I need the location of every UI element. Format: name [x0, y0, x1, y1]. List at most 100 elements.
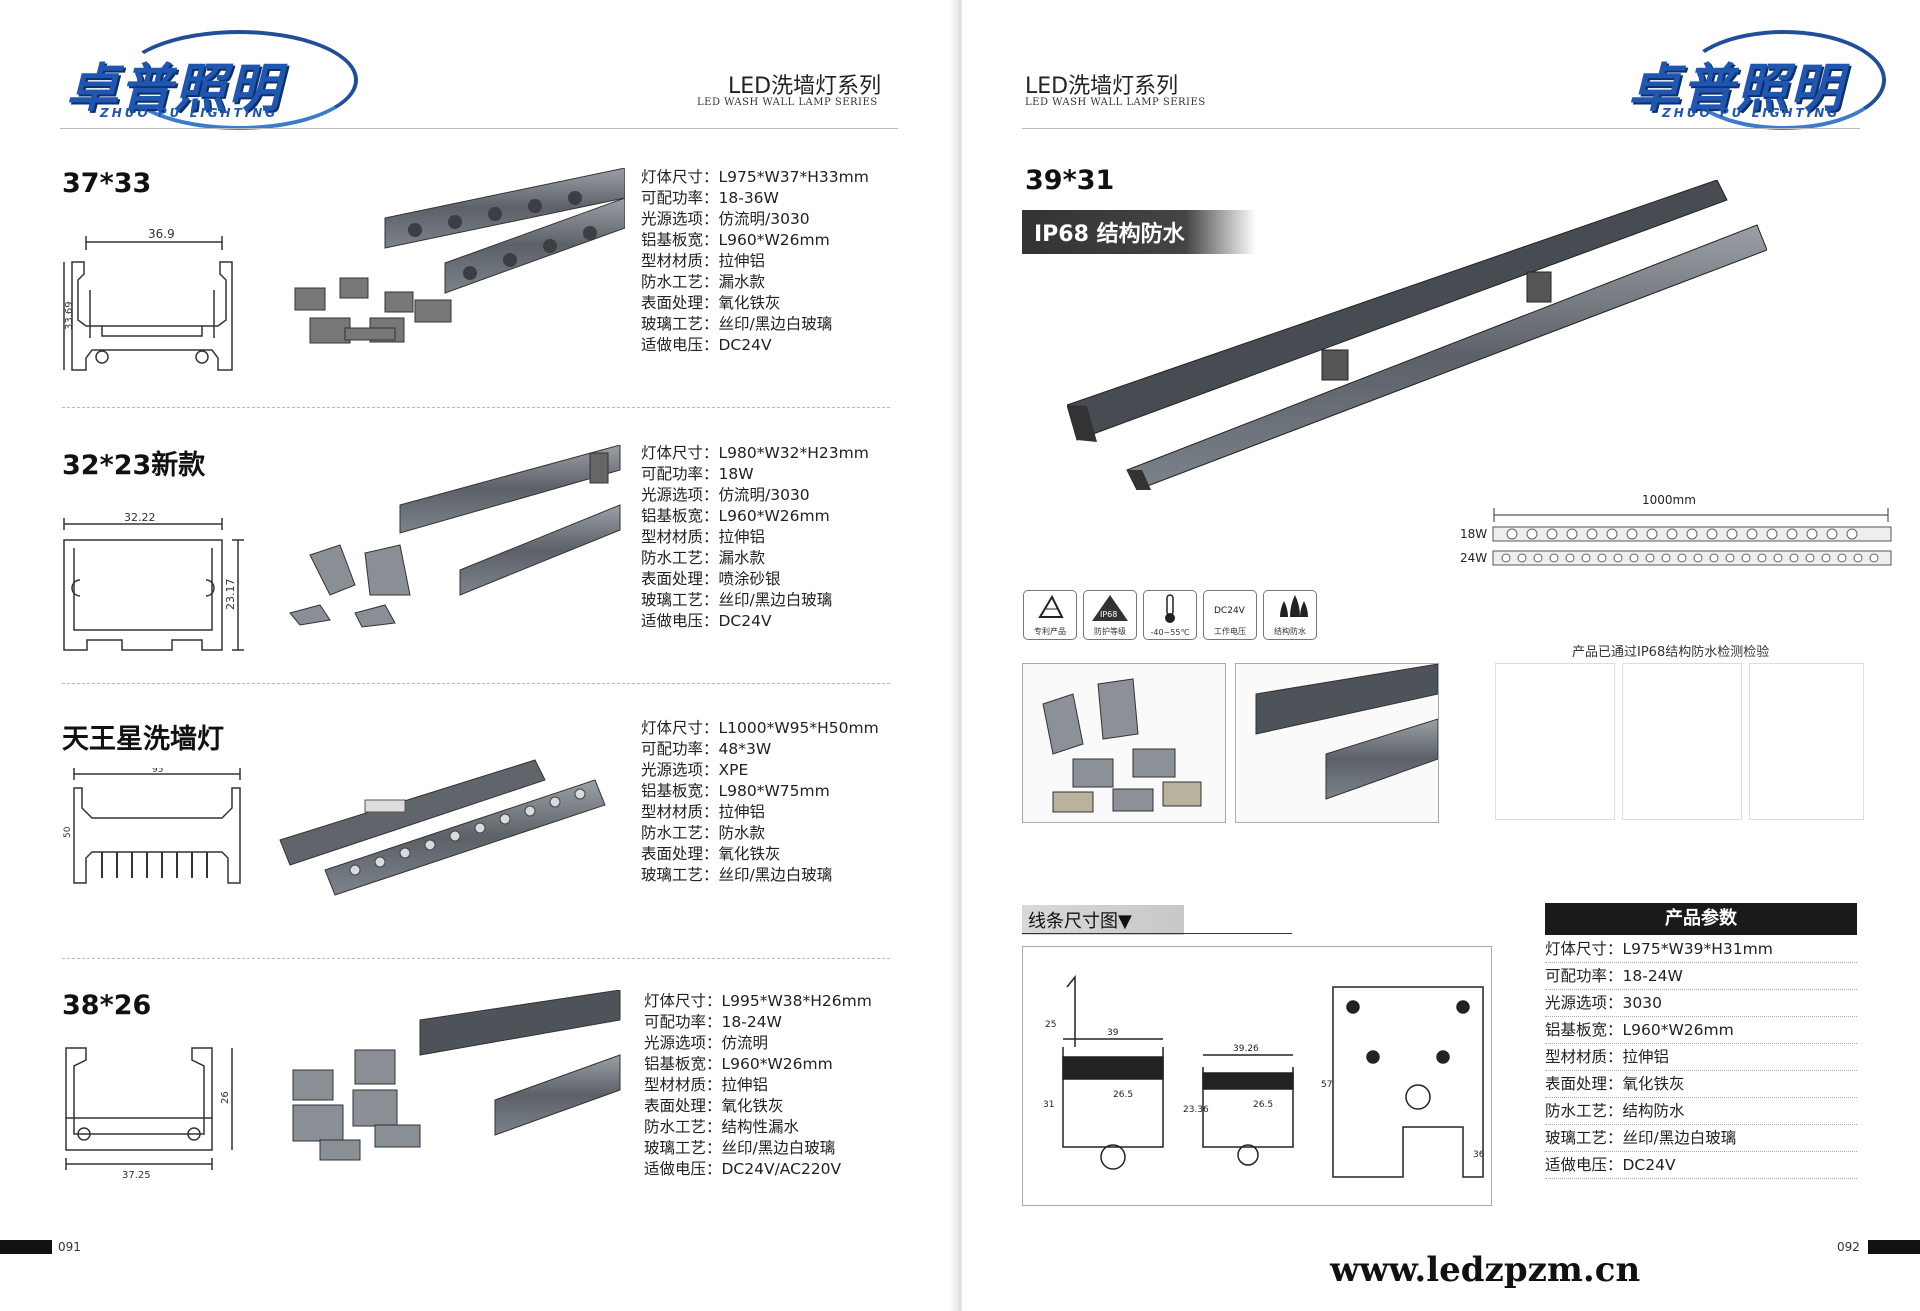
dim-label: 25	[1045, 1020, 1056, 1030]
end-cap-photo	[1235, 663, 1439, 823]
profile-width-label: 36.9	[148, 227, 175, 241]
certificate-document	[1749, 663, 1864, 820]
svg-text:IP68: IP68	[1100, 610, 1117, 619]
spec-item: 型材材质：拉伸铝	[641, 528, 766, 546]
brand-name-en: ZHUO PU LIGHTING	[1662, 106, 1841, 120]
spec-item: 型材材质：拉伸铝	[644, 1076, 769, 1094]
page-number: 091	[58, 1240, 81, 1254]
product-title: 32*23新款	[62, 450, 206, 481]
spec-item: 适做电压：DC24V	[641, 612, 772, 630]
spec-item: 防水工艺：漏水款	[641, 273, 766, 291]
spec-item: 可配功率：18-36W	[641, 189, 779, 207]
section-divider	[62, 683, 890, 684]
spec-item: 铝基板宽：L980*W75mm	[641, 782, 830, 800]
spec-item: 玻璃工艺：丝印/黑边白玻璃	[641, 315, 833, 333]
series-title: LED洗墙灯系列	[728, 74, 882, 99]
product-title: 天王星洗墙灯	[62, 724, 224, 755]
param-row: 光源选项：3030	[1545, 990, 1857, 1017]
param-row: 防水工艺：结构防水	[1545, 1098, 1857, 1125]
header-divider	[1022, 128, 1860, 129]
strip-label: 24W	[1460, 551, 1488, 565]
cross-section-drawing: 39 26.5 39.26 26.5 31 23.36 25 57 36	[1043, 974, 1485, 1178]
spec-item: 铝基板宽：L960*W26mm	[641, 507, 830, 525]
param-row: 表面处理：氧化铁灰	[1545, 1071, 1857, 1098]
spec-item: 型材材质：拉伸铝	[641, 252, 766, 270]
website-link[interactable]: www.ledzpzm.cn	[1330, 1250, 1641, 1290]
profile-width-label: 32.22	[124, 511, 156, 524]
left-page: 卓普照明 ZHUO PU LIGHTING LED洗墙灯系列 LED WASH …	[0, 0, 958, 1311]
profile-width-label: 37.25	[122, 1170, 151, 1180]
profile-drawing: 95 50	[63, 768, 241, 884]
spec-item: 防水工艺：防水款	[641, 824, 766, 842]
header-divider	[60, 128, 898, 129]
spec-item: 铝基板宽：L960*W26mm	[641, 231, 830, 249]
spec-item: 玻璃工艺：丝印/黑边白玻璃	[644, 1139, 836, 1157]
page-number: 092	[1837, 1240, 1860, 1254]
spec-item: 灯体尺寸：L1000*W95*H50mm	[641, 719, 879, 737]
brand-logo: 卓普照明 ZHUO PU LIGHTING	[1622, 28, 1886, 130]
product-photo	[292, 990, 621, 1161]
spec-item: 可配功率：18W	[641, 465, 754, 483]
spec-item: 光源选项：XPE	[641, 761, 749, 779]
param-row: 玻璃工艺：丝印/黑边白玻璃	[1545, 1125, 1857, 1152]
spec-item: 可配功率：48*3W	[641, 740, 772, 758]
length-label: 1000mm	[1642, 493, 1696, 507]
voltage-icon: DC24V 工作电压	[1203, 590, 1257, 640]
spec-item: 表面处理：氧化铁灰	[644, 1097, 784, 1115]
spec-item: 玻璃工艺：丝印/黑边白玻璃	[641, 866, 833, 884]
product-title: 39*31	[1025, 165, 1115, 196]
spec-item: 表面处理：氧化铁灰	[641, 294, 781, 312]
dim-label: 31	[1043, 1100, 1054, 1110]
profile-drawing: 36.9 33.69	[63, 227, 233, 371]
param-row: 灯体尺寸：L975*W39*H31mm	[1545, 936, 1857, 963]
dim-label: 36	[1473, 1150, 1485, 1160]
spec-item: 防水工艺：漏水款	[641, 549, 766, 567]
right-page: LED洗墙灯系列 LED WASH WALL LAMP SERIES 卓普照明 …	[962, 0, 1920, 1311]
dim-label: 39	[1107, 1028, 1119, 1038]
profile-drawing: 37.25 26	[65, 1047, 233, 1180]
spec-list: 灯体尺寸：L980*W32*H23mm 可配功率：18W 光源选项：仿流明/30…	[641, 443, 869, 632]
length-dimension-line	[1493, 508, 1889, 522]
waterdrop-icon: 结构防水	[1263, 590, 1317, 640]
brand-name-cn: 卓普照明	[66, 59, 283, 119]
dim-label: 26.5	[1113, 1090, 1133, 1100]
spec-item: 光源选项：仿流明	[644, 1034, 769, 1052]
certificate-document	[1495, 663, 1615, 820]
brand-name-en: ZHUO PU LIGHTING	[100, 106, 279, 120]
spec-item: 光源选项：仿流明/3030	[641, 210, 810, 228]
spec-item: 灯体尺寸：L975*W37*H33mm	[641, 168, 869, 186]
spec-item: 适做电压：DC24V	[641, 336, 772, 354]
page-number-bar	[0, 1240, 52, 1254]
spec-list: 灯体尺寸：L995*W38*H26mm 可配功率：18-24W 光源选项：仿流明…	[644, 991, 872, 1180]
product-title: 37*33	[62, 168, 152, 199]
strip-label: 18W	[1460, 527, 1488, 541]
dim-label: 57	[1321, 1080, 1332, 1090]
spec-item: 可配功率：18-24W	[644, 1013, 782, 1031]
spec-item: 光源选项：仿流明/3030	[641, 486, 810, 504]
dim-label: 39.26	[1233, 1044, 1259, 1054]
series-subtitle: LED WASH WALL LAMP SERIES	[1025, 97, 1206, 108]
dim-label: 26.5	[1253, 1100, 1273, 1110]
profile-height-label: 26	[220, 1091, 231, 1104]
brand-logo: 卓普照明 ZHUO PU LIGHTING	[60, 28, 358, 130]
param-row: 铝基板宽：L960*W26mm	[1545, 1017, 1857, 1044]
profile-height-label: 23.17	[224, 579, 237, 611]
params-title: 产品参数	[1545, 903, 1857, 935]
param-row: 适做电压：DC24V	[1545, 1152, 1857, 1179]
accessory-photo	[1022, 663, 1226, 823]
dimension-drawing-frame: 39 26.5 39.26 26.5 31 23.36 25 57 36	[1022, 946, 1492, 1206]
param-row: 可配功率：18-24W	[1545, 963, 1857, 990]
svg-text:DC24V: DC24V	[1214, 606, 1246, 616]
spec-item: 灯体尺寸：L980*W32*H23mm	[641, 444, 869, 462]
spec-item: 防水工艺：结构性漏水	[644, 1118, 800, 1136]
spec-item: 玻璃工艺：丝印/黑边白玻璃	[641, 591, 833, 609]
patent-icon: 专利产品	[1023, 590, 1077, 640]
page-number-bar	[1868, 1240, 1920, 1254]
spec-item: 灯体尺寸：L995*W38*H26mm	[644, 992, 872, 1010]
product-title: 38*26	[62, 990, 152, 1021]
dimension-section-title: 线条尺寸图▼	[1022, 905, 1184, 935]
spec-list: 灯体尺寸：L975*W37*H33mm 可配功率：18-36W 光源选项：仿流明…	[641, 167, 869, 356]
profile-height-label: 50	[63, 826, 73, 838]
product-photo	[279, 759, 606, 896]
spec-item: 铝基板宽：L960*W26mm	[644, 1055, 833, 1073]
